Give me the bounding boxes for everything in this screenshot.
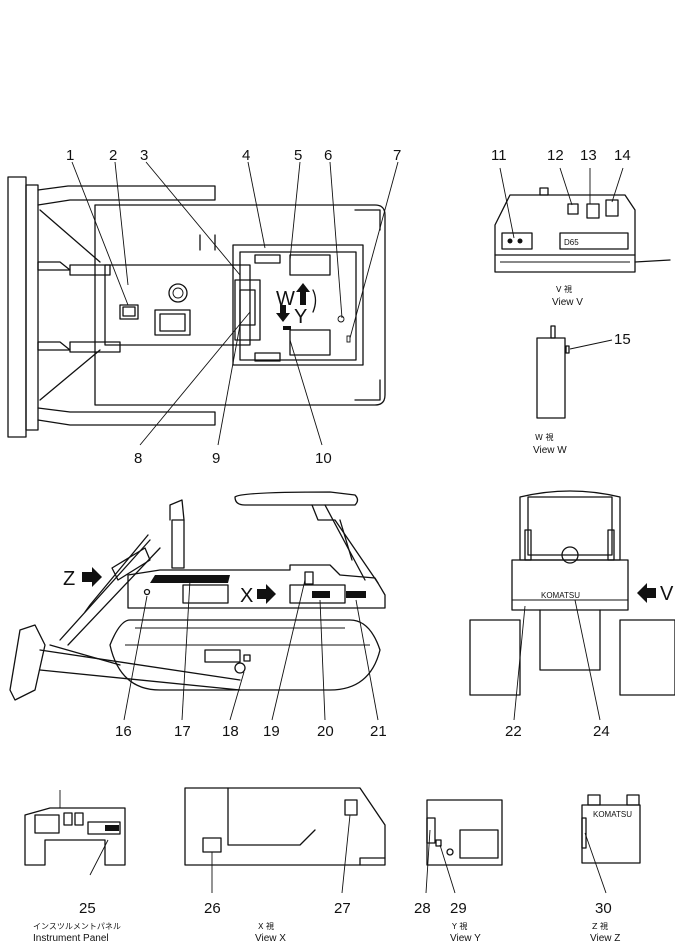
part-number-4: 4 bbox=[242, 147, 250, 164]
part-number-5: 5 bbox=[294, 147, 302, 164]
view-x-caption-en: View X bbox=[255, 933, 286, 944]
side-view: Z X 16 17 18 19 20 21 bbox=[9, 491, 387, 740]
view-v-caption-jp: V 視 bbox=[556, 285, 572, 294]
part-number-13: 13 bbox=[580, 147, 597, 164]
top-view: W Y bbox=[7, 176, 386, 438]
view-w-caption-jp: W 視 bbox=[535, 433, 553, 442]
part-number-30: 30 bbox=[595, 900, 612, 917]
view-z-caption-en: View Z bbox=[590, 933, 620, 944]
part-number-9: 9 bbox=[212, 450, 220, 467]
part-number-26: 26 bbox=[204, 900, 221, 917]
part-number-28: 28 bbox=[414, 900, 431, 917]
view-marker-z: Z bbox=[63, 568, 75, 590]
view-z-caption-jp: Z 視 bbox=[592, 922, 608, 931]
view-x: 26 27 X 視 View X bbox=[184, 787, 386, 944]
part-number-24: 24 bbox=[593, 723, 610, 740]
top-view-leaders bbox=[71, 161, 399, 446]
part-number-14: 14 bbox=[614, 147, 631, 164]
part-number-1: 1 bbox=[66, 147, 74, 164]
part-number-21: 21 bbox=[370, 723, 387, 740]
instrument-panel-view: 25 インスツルメントパネル Instrument Panel bbox=[24, 790, 126, 944]
view-marker-v: V bbox=[660, 583, 674, 605]
view-marker-x: X bbox=[240, 585, 253, 607]
part-number-15: 15 bbox=[614, 331, 631, 348]
part-number-16: 16 bbox=[115, 723, 132, 740]
view-v: D65 11 12 13 14 V 視 View V bbox=[491, 147, 671, 308]
part-number-12: 12 bbox=[547, 147, 564, 164]
part-number-18: 18 bbox=[222, 723, 239, 740]
view-v-caption-en: View V bbox=[552, 297, 583, 308]
part-number-3: 3 bbox=[140, 147, 148, 164]
view-x-caption-jp: X 視 bbox=[258, 922, 274, 931]
model-plate-v: D65 bbox=[564, 238, 579, 247]
view-y-caption-en: View Y bbox=[450, 933, 481, 944]
part-number-25: 25 bbox=[79, 900, 96, 917]
rear-view: KOMATSU V 22 24 bbox=[469, 490, 675, 740]
part-number-8: 8 bbox=[134, 450, 142, 467]
brand-view-z: KOMATSU bbox=[593, 810, 632, 819]
part-number-11: 11 bbox=[491, 147, 507, 164]
brand-rear: KOMATSU bbox=[541, 591, 580, 600]
part-number-10: 10 bbox=[315, 450, 332, 467]
part-number-6: 6 bbox=[324, 147, 332, 164]
view-y: 28 29 Y 視 View Y bbox=[414, 799, 503, 944]
instrument-panel-caption-en: Instrument Panel bbox=[33, 933, 109, 944]
view-marker-y-top: Y bbox=[294, 306, 307, 328]
part-number-7: 7 bbox=[393, 147, 401, 164]
part-number-20: 20 bbox=[317, 723, 334, 740]
view-z: KOMATSU 30 Z 視 View Z bbox=[581, 794, 641, 944]
part-number-19: 19 bbox=[263, 723, 280, 740]
view-marker-w: W bbox=[276, 288, 295, 310]
part-number-22: 22 bbox=[505, 723, 522, 740]
instrument-panel-caption-jp: インスツルメントパネル bbox=[33, 922, 121, 931]
top-view-numbers: 1 2 3 4 5 6 7 8 9 10 bbox=[66, 147, 401, 467]
part-number-29: 29 bbox=[450, 900, 467, 917]
view-w-caption-en: View W bbox=[533, 445, 567, 456]
view-w: 15 W 視 View W bbox=[533, 325, 631, 456]
view-y-caption-jp: Y 視 bbox=[451, 922, 467, 931]
part-number-17: 17 bbox=[174, 723, 191, 740]
part-number-2: 2 bbox=[109, 147, 117, 164]
part-number-27: 27 bbox=[334, 900, 351, 917]
